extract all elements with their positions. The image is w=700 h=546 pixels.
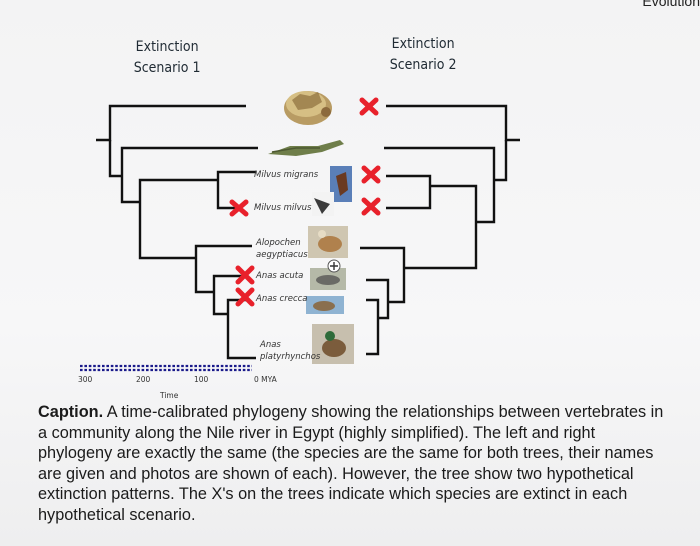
tortoise-photo [284,91,332,125]
left-anas-acuta-branch [212,274,246,292]
right-milvus-milvus-branch [386,186,432,210]
anas-crecca-photo [306,296,344,314]
right-anas-platy-branch [366,318,380,356]
left-anas-stem [194,258,214,294]
label-anas-platy-line2: platyrhynchos [260,352,321,362]
axis-tick-200: 200 [136,375,151,384]
scenario-2-title: Extinction Scenario 2 [390,34,457,76]
right-milvus-migrans-branch [386,174,432,186]
label-anas-acuta: Anas acuta [256,271,304,281]
x-icon-left-milvus-milvus [229,199,249,217]
right-alopochen-branch [360,246,406,268]
left-anas-platy-branch [226,314,256,360]
right-anas-crecca-branch [366,298,380,318]
right-anas-acuta-branch [366,278,390,302]
label-milvus-milvus: Milvus milvus [254,203,312,213]
label-alopochen-line1: Alopochen [256,238,301,248]
scenario-2-line1: Extinction [391,36,455,52]
left-tree [96,104,258,360]
caption-lead: Caption. [38,403,104,421]
left-bird-stem [120,176,140,204]
alopochen-photo [308,226,348,258]
x-icon-right-tortoise [359,97,379,116]
milvus-migrans-photo [330,166,352,202]
label-anas-platy-line1: Anas [260,340,281,350]
scenario-1-line2: Scenario 1 [133,60,201,76]
left-milvus-migrans-branch [216,170,256,180]
phylogeny-diagram [80,91,520,372]
label-anas-crecca: Anas crecca [256,294,308,304]
left-raptor-stem [138,178,218,202]
caption-line-5: extinction patterns. The X's on the tree… [38,485,628,503]
caption-line-2: a community along the Nile river in Egyp… [38,423,596,442]
axis-title: Time [160,391,179,400]
right-tortoise-branch [386,104,520,142]
scenario-1-line1: Extinction [135,39,199,55]
caption-line-1: Caption. A time-calibrated phylogeny sho… [38,402,700,423]
milvus-milvus-photo [312,192,334,216]
x-icon-right-milvus-milvus [361,197,381,216]
left-alopochen-branch [194,244,252,258]
right-raptor-stem [430,184,478,222]
right-duck-stem [404,222,478,270]
x-icon-left-anas-crecca [235,287,255,307]
left-tortoise-branch [96,104,246,142]
label-alopochen-line2: aegyptiacus [256,250,308,260]
x-icon-right-milvus-migrans [361,165,381,184]
crocodile-photo [268,140,344,156]
caption-line-3: phylogeny are exactly the same (the spec… [38,444,654,462]
right-anas-inner [378,302,390,320]
extinction-markers [229,97,381,307]
anas-platy-photo [312,324,354,364]
time-axis [80,364,252,372]
left-root-lower [108,140,122,178]
plus-icon[interactable] [327,259,341,273]
left-anas-inner [212,292,228,316]
right-tree [360,104,520,356]
right-croc-branch [384,146,496,180]
left-duck-stem [138,202,196,260]
axis-end-label: 0 MYA [254,375,277,384]
caption: Caption. A time-calibrated phylogeny sho… [38,402,700,525]
right-root-lower [494,140,508,182]
caption-line-6: hypothetical scenario. [38,505,196,524]
left-croc-branch [120,146,258,176]
axis-tick-100: 100 [194,375,209,384]
scenario-1-title: Extinction Scenario 1 [134,37,201,79]
left-milvus-milvus-branch [216,180,238,210]
right-anas-stem [388,268,406,304]
right-bird-stem [476,180,496,224]
caption-line-4: are given and photos are shown of each).… [38,464,634,483]
label-milvus-migrans: Milvus migrans [254,170,319,180]
caption-text-1: A time-calibrated phylogeny showing the … [103,403,664,421]
axis-tick-300: 300 [78,375,93,384]
anas-acuta-photo [310,268,346,290]
x-icon-left-anas-acuta [235,265,255,285]
scenario-2-line2: Scenario 2 [389,57,457,73]
header-fragment: Evolution [642,0,700,9]
